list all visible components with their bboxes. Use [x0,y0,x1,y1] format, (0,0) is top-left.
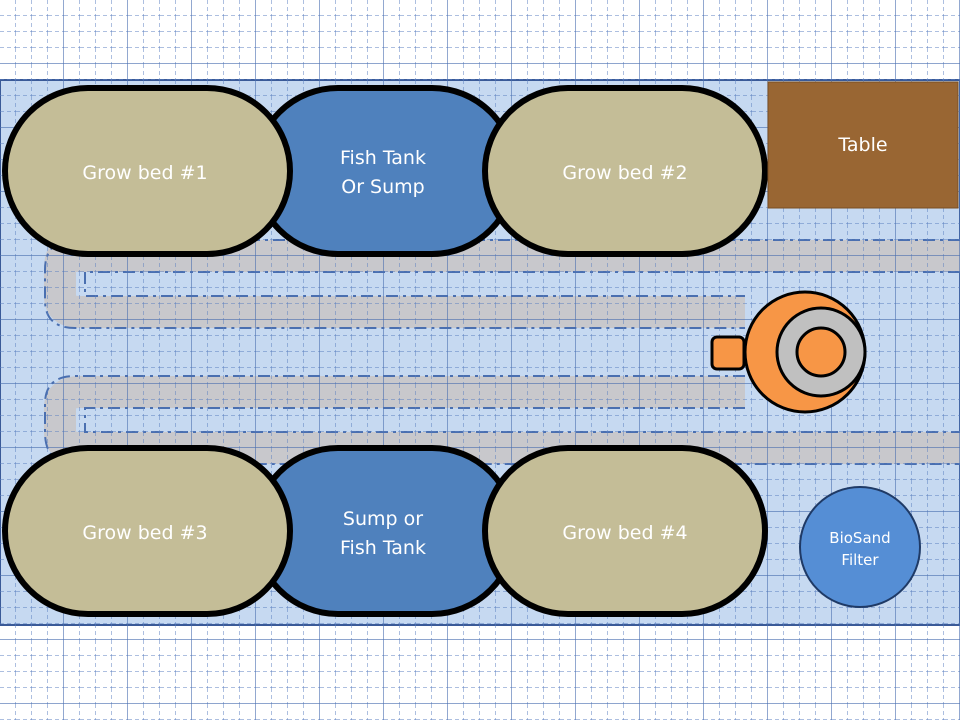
grow-bed-1-label: Grow bed #1 [82,162,207,184]
sump-bottom [252,445,518,617]
sump-bottom-label-2: Fish Tank [340,537,426,559]
pump [710,290,867,414]
grow-bed-4 [482,445,768,617]
grow-bed-2 [482,85,768,257]
grow-bed-3-label: Grow bed #3 [82,522,207,544]
fish-tank-top-label-1: Fish Tank [340,147,426,169]
pump-inlet [795,326,847,378]
sump-bottom-label-1: Sump or [343,508,423,530]
grow-bed-1 [2,85,293,257]
fish-tank-top-label-2: Or Sump [341,176,424,198]
grow-bed-2-label: Grow bed #2 [562,162,687,184]
grow-bed-3 [2,445,293,617]
biosand-label-1: BioSand [829,529,890,547]
table-label: Table [837,134,887,156]
pump-outlet [710,335,746,371]
grow-bed-4-label: Grow bed #4 [562,522,687,544]
biosand-label-2: Filter [841,551,879,569]
table [767,81,959,209]
fish-tank-top [252,85,518,257]
biosand-filter [799,486,921,608]
